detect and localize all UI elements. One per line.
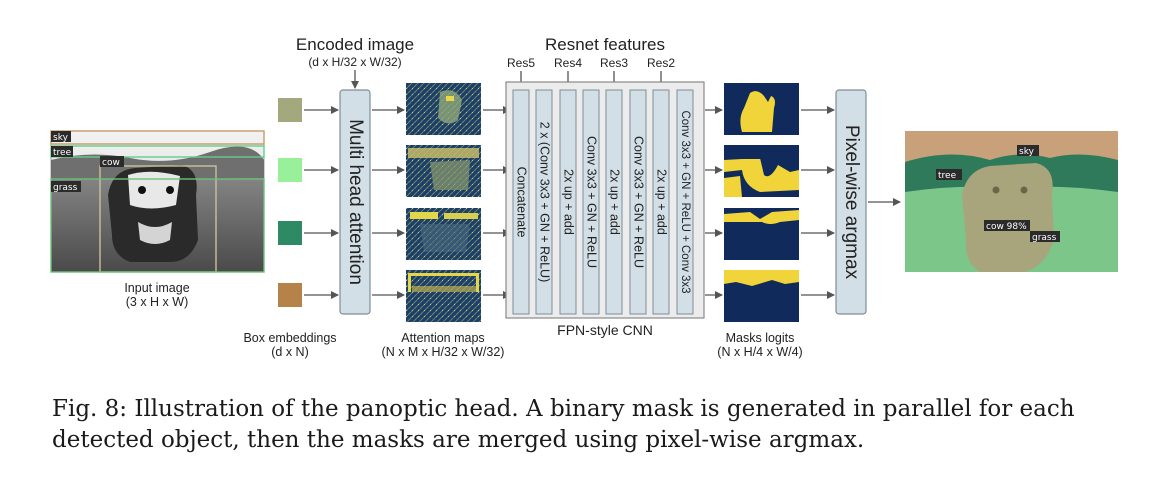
output-label-cow: cow 98% (986, 222, 1027, 232)
fpn-layer-5 (605, 89, 623, 315)
masks-logits (724, 83, 799, 322)
fpn-layers (512, 89, 694, 315)
layer2-label: 2 x (Conv 3x3 + GN + ReLU) (538, 122, 552, 282)
output-label-grass: grass (1032, 233, 1057, 243)
fpn-layer-6 (629, 89, 647, 315)
res5-label: Res5 (507, 56, 535, 70)
box-embedding-4 (278, 283, 302, 307)
input-label-grass: grass (53, 183, 78, 193)
attention-map-1 (406, 83, 481, 135)
mask-logit-tree (724, 208, 799, 260)
box-embeddings (278, 98, 302, 307)
fpn-layer-7 (652, 89, 670, 315)
panoptic-head-diagram: sky tree cow grass Input image (3 x H x … (50, 35, 1118, 359)
masks-logits-dims: (N x H/4 x W/4) (717, 345, 802, 359)
attention-maps (406, 83, 481, 322)
masks-logits-label: Masks logits (726, 331, 795, 345)
fpn-layer-concatenate (512, 89, 530, 315)
layer8-label: Conv 3x3 + GN + ReLU + Conv 3x3 (679, 110, 691, 293)
box-embedding-3 (278, 221, 302, 245)
res4-label: Res4 (554, 56, 582, 70)
output-label-sky: sky (1019, 147, 1035, 157)
output-label-tree: tree (938, 171, 957, 181)
attention-maps-dims: (N x M x H/32 x W/32) (382, 345, 505, 359)
attention-map-4 (406, 270, 481, 322)
mask-logit-grass (724, 145, 799, 197)
pixel-wise-argmax-label: Pixel-wise argmax (841, 125, 862, 280)
input-label-sky: sky (53, 133, 69, 143)
multi-head-attention-label: Multi head attention (345, 119, 366, 285)
box-embeddings-label: Box embeddings (243, 331, 336, 345)
resnet-features-title: Resnet features (545, 35, 665, 54)
concatenate-label: Concatenate (515, 167, 529, 238)
input-label-tree: tree (53, 148, 72, 158)
fpn-layer-3 (559, 89, 577, 315)
box-embedding-1 (278, 98, 302, 122)
mask-logit-sky (724, 270, 799, 322)
fpn-layer-8 (676, 89, 694, 315)
input-image-label: Input image (124, 281, 189, 295)
fpn-layer-4 (582, 89, 600, 315)
mask-logit-cow (724, 83, 799, 135)
box-embeddings-dims: (d x N) (271, 345, 309, 359)
pixel-wise-argmax-block (835, 89, 867, 315)
figure-caption: Fig. 8: Illustration of the panoptic hea… (52, 396, 1075, 453)
attention-map-2 (406, 145, 481, 197)
box-embedding-2 (278, 158, 302, 182)
input-image: sky tree cow grass (50, 130, 265, 273)
output-image (905, 131, 1118, 272)
encoded-image-dims: (d x H/32 x W/32) (308, 55, 401, 69)
encoded-image-title: Encoded image (296, 35, 414, 54)
attention-map-3 (406, 208, 481, 260)
layer3-label: 2x up + add (562, 169, 576, 235)
layer5-label: 2x up + add (608, 169, 622, 235)
grass-box (50, 178, 265, 273)
layer6-label: Conv 3x3 + GN + ReLU (632, 136, 646, 268)
layer7-label: 2x up + add (655, 169, 669, 235)
fpn-style-cnn-label: FPN-style CNN (557, 322, 653, 338)
multi-head-attention-block (339, 89, 371, 315)
attention-maps-label: Attention maps (401, 331, 484, 345)
res2-label: Res2 (647, 56, 675, 70)
layer4-label: Conv 3x3 + GN + ReLU (585, 136, 599, 268)
input-image-dims: (3 x H x W) (126, 295, 189, 309)
input-label-cow: cow (102, 158, 120, 168)
res3-label: Res3 (600, 56, 628, 70)
fpn-layer-2 (535, 89, 553, 315)
